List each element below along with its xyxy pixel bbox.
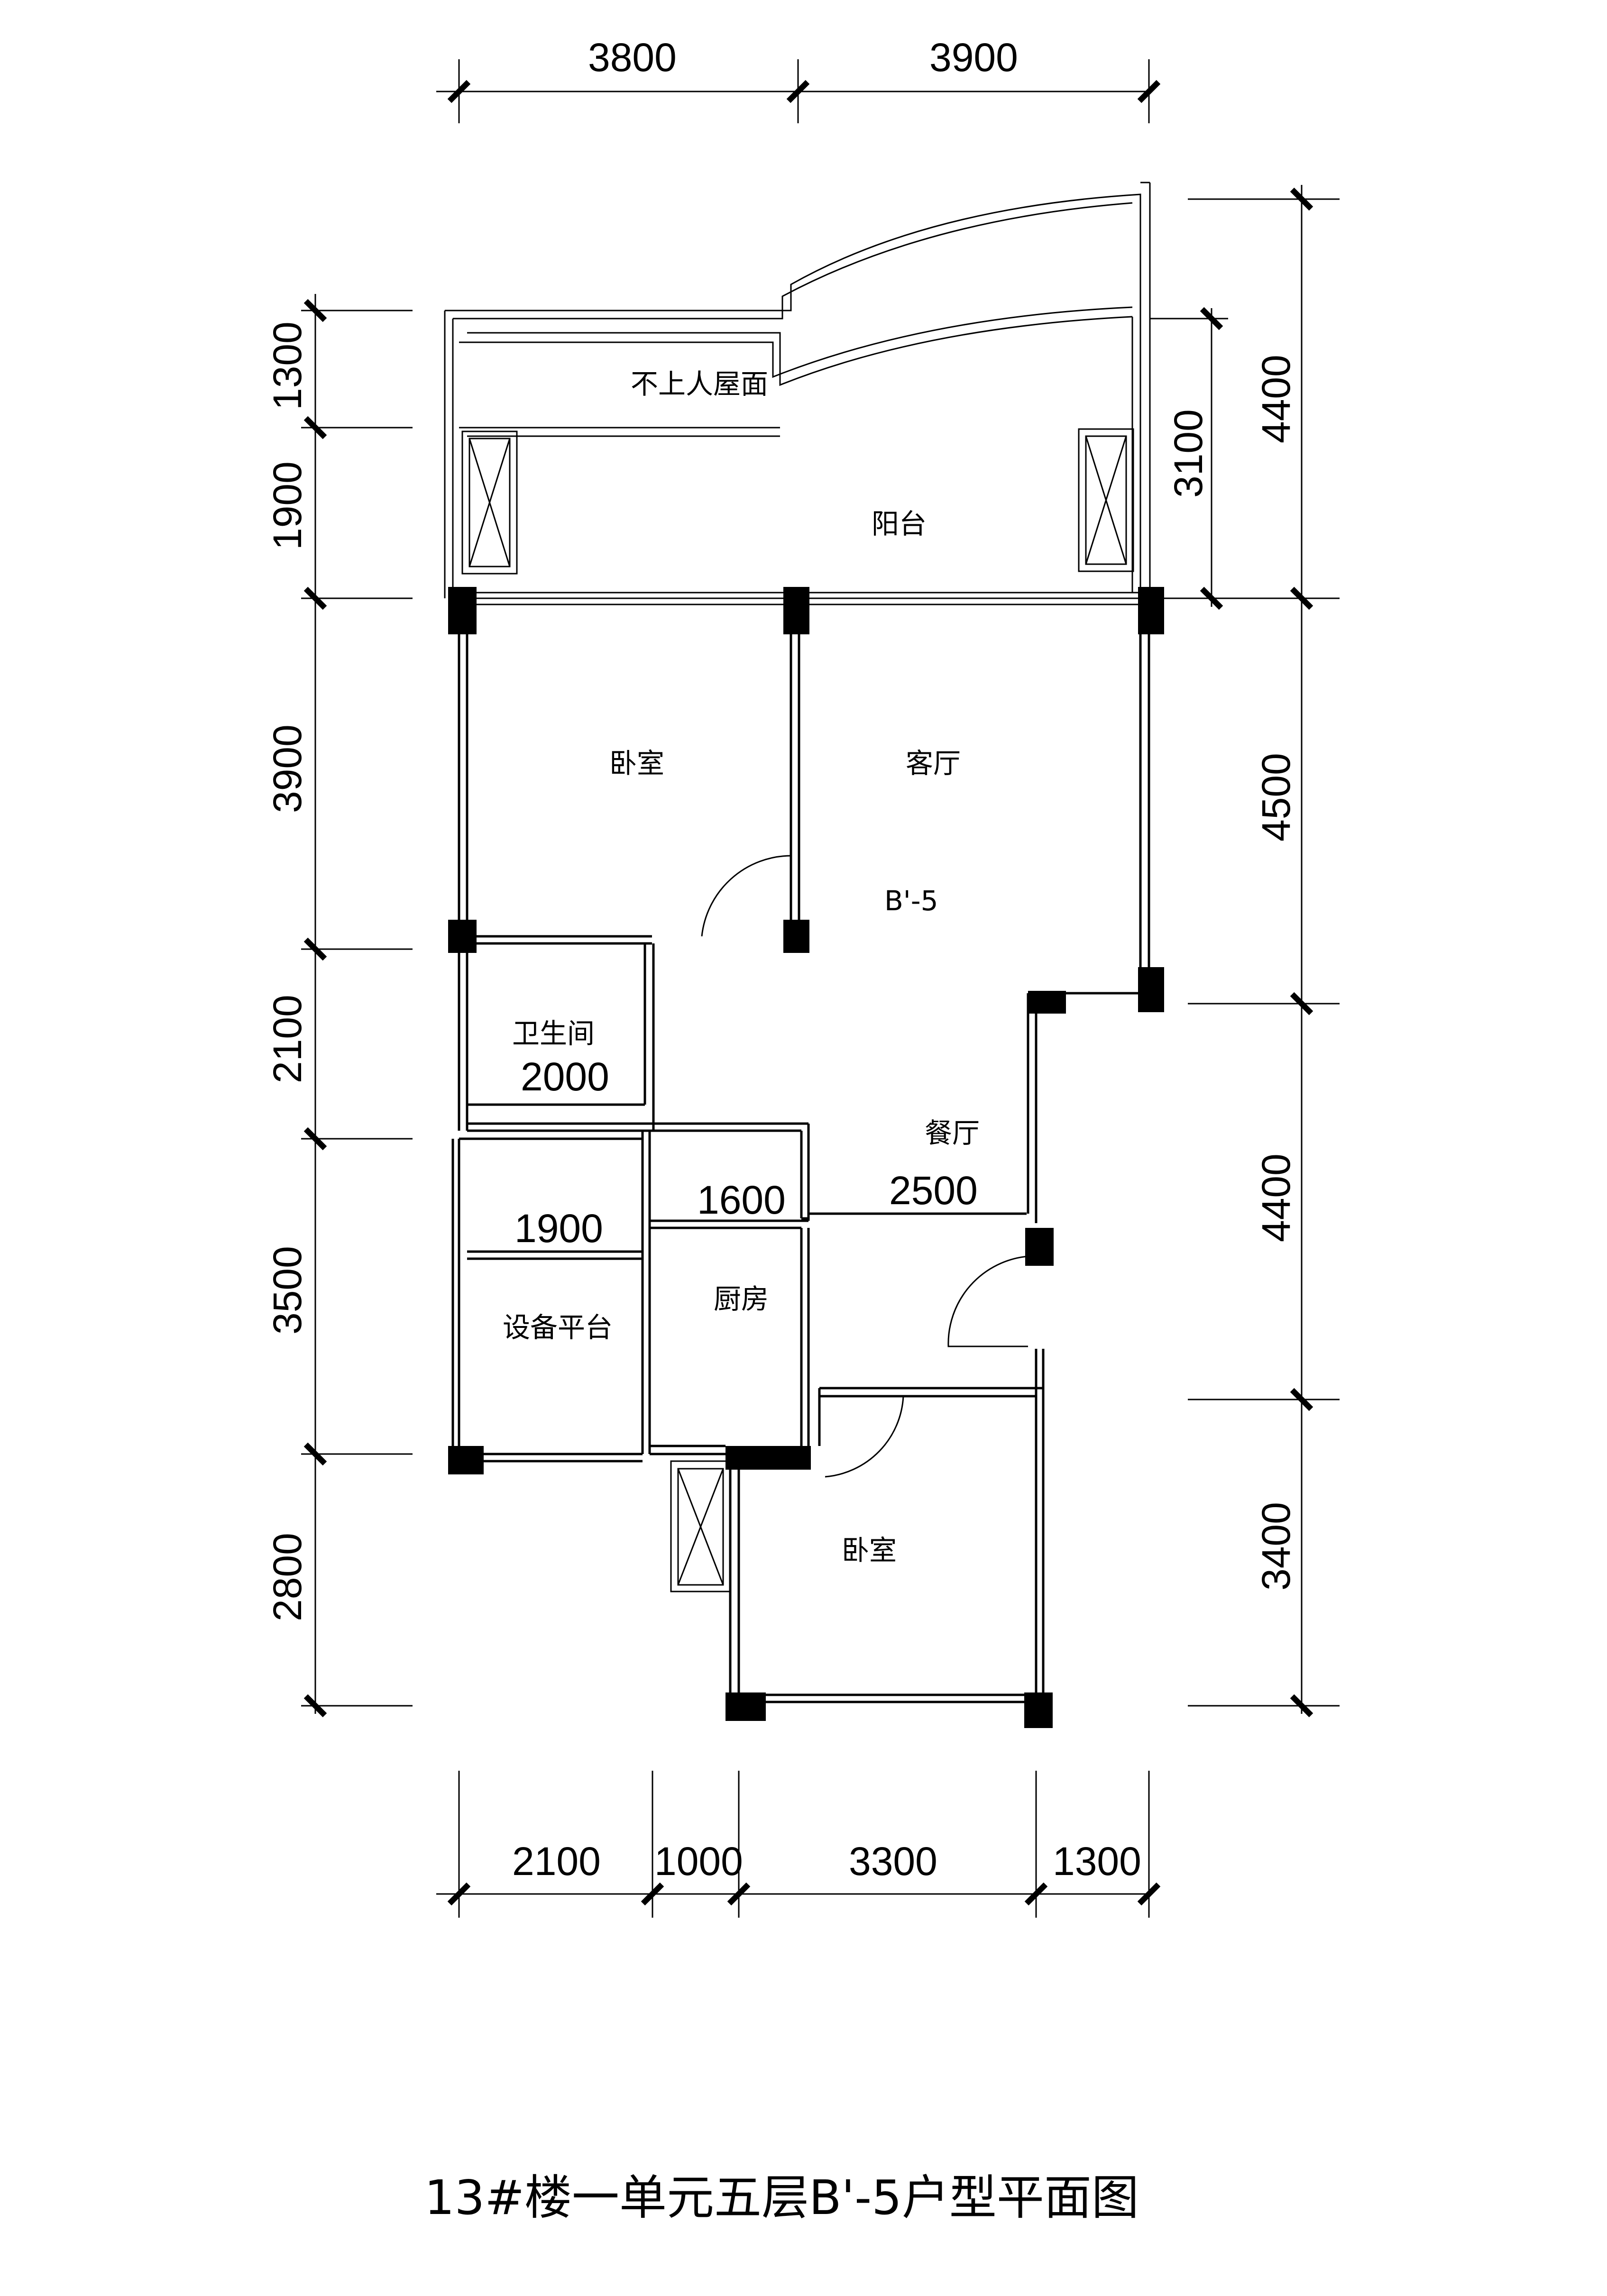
dim-left-3: 3900 xyxy=(265,724,310,813)
label-unit-code: B'-5 xyxy=(884,885,938,917)
dim-right-4: 3400 xyxy=(1254,1502,1298,1591)
label-dining: 餐厅 xyxy=(925,1117,980,1149)
dim-dining-width: 2500 xyxy=(889,1168,978,1213)
dim-balcony-depth: 3100 xyxy=(1166,409,1211,498)
label-balcony: 阳台 xyxy=(872,508,927,540)
label-living: 客厅 xyxy=(906,747,961,779)
label-bathroom: 卫生间 xyxy=(512,1017,595,1050)
dim-kitchen-width: 1600 xyxy=(697,1178,786,1222)
walls xyxy=(451,598,1150,1706)
columns xyxy=(448,587,1164,1728)
dim-equipment-width: 1900 xyxy=(514,1206,603,1251)
dim-left-1: 1300 xyxy=(265,321,310,410)
dim-bottom-3: 3300 xyxy=(849,1839,937,1884)
label-equipment: 设备平台 xyxy=(503,1311,613,1344)
label-bedroom-bottom: 卧室 xyxy=(842,1534,897,1566)
dim-left-4: 2100 xyxy=(265,995,310,1083)
dim-left-5: 3500 xyxy=(265,1246,310,1335)
dim-bottom-4: 1300 xyxy=(1053,1839,1141,1884)
dim-right-3: 4400 xyxy=(1254,1153,1298,1242)
dim-top-1: 3800 xyxy=(588,35,677,80)
doors xyxy=(701,855,1028,1478)
roof-and-balcony xyxy=(444,182,1151,605)
label-roof: 不上人屋面 xyxy=(631,368,768,400)
dimension-lines xyxy=(301,59,1340,1918)
dim-left-6: 2800 xyxy=(265,1533,310,1621)
dimension-texts: 3800 3900 2100 1000 3300 1300 1300 1900 … xyxy=(265,35,1298,1884)
label-bedroom-top: 卧室 xyxy=(609,747,664,779)
dim-right-1: 4400 xyxy=(1254,355,1298,443)
dim-top-2: 3900 xyxy=(929,35,1018,80)
dim-bottom-2: 1000 xyxy=(654,1839,743,1884)
dim-bottom-1: 2100 xyxy=(512,1839,601,1884)
room-labels: 不上人屋面 阳台 卧室 客厅 B'-5 卫生间 2000 餐厅 1600 250… xyxy=(503,368,980,1566)
dim-left-2: 1900 xyxy=(265,461,310,550)
dim-right-2: 4500 xyxy=(1254,753,1298,842)
drawing-title: 13#楼一单元五层B'-5户型平面图 xyxy=(424,2170,1139,2225)
label-kitchen: 厨房 xyxy=(714,1283,769,1315)
dim-bathroom-width: 2000 xyxy=(521,1054,609,1099)
